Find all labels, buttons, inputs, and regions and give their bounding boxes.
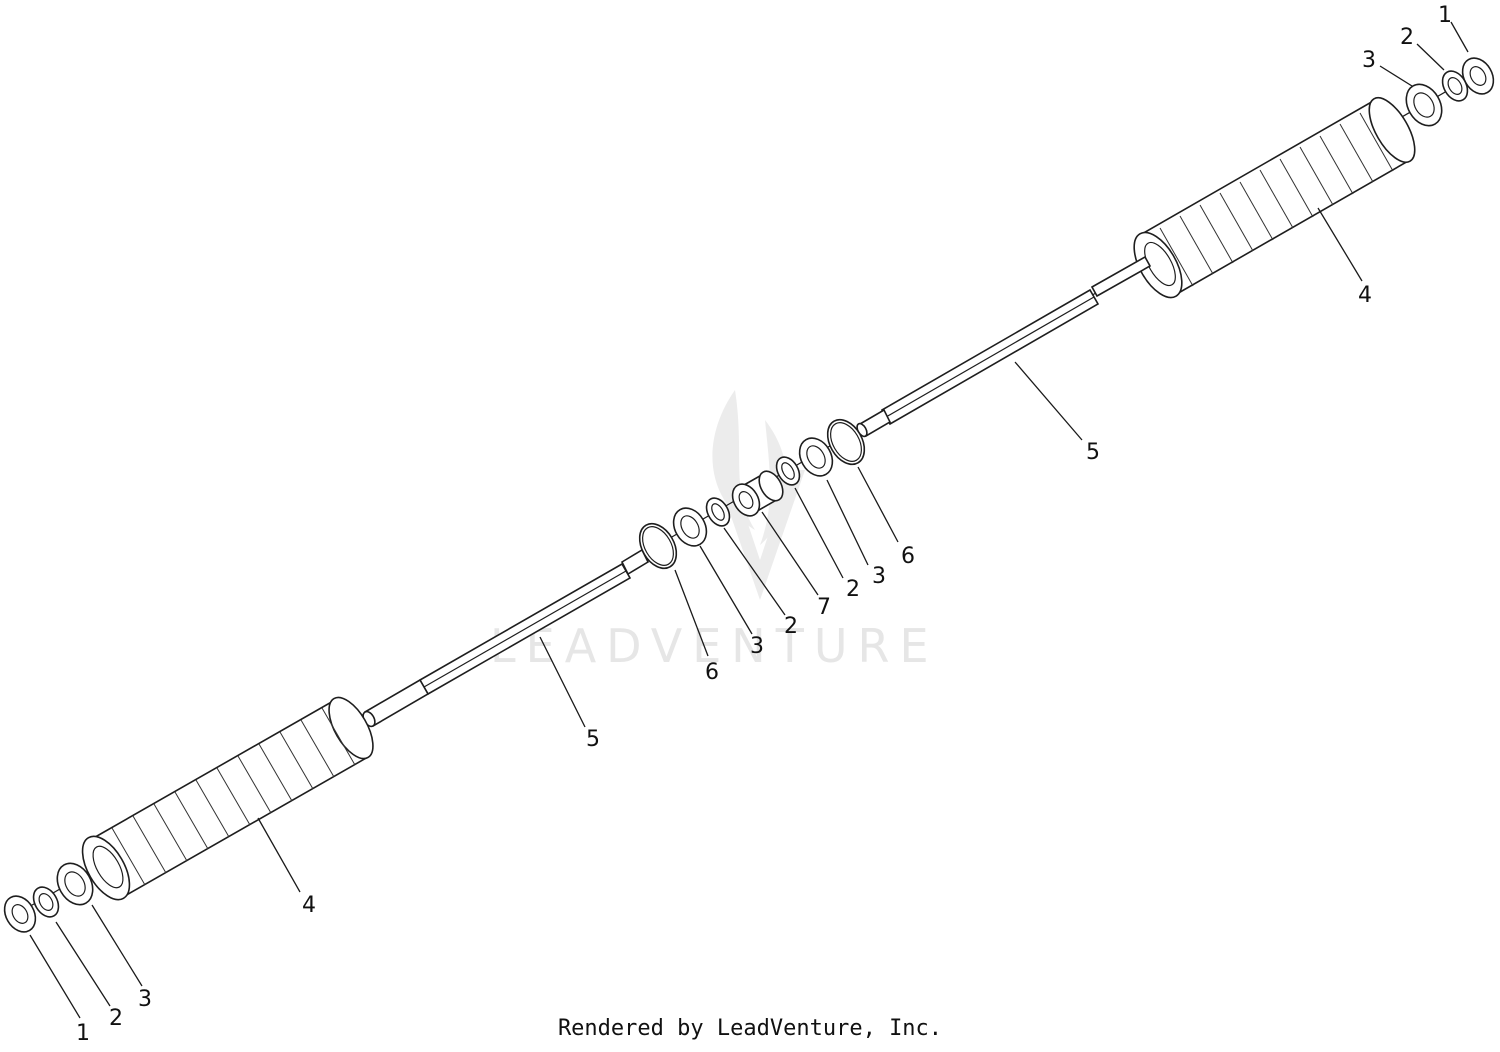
callout-1-top: 1 bbox=[1438, 3, 1452, 28]
washer-2-bottom bbox=[32, 886, 60, 918]
callout-7: 7 bbox=[817, 595, 831, 620]
callout-labels: 1 2 3 4 5 6 3 2 7 2 3 6 5 4 3 2 1 bbox=[76, 3, 1452, 1046]
shaft-5-left bbox=[362, 548, 650, 728]
washer-2-mid-right bbox=[775, 456, 801, 486]
callout-3-top: 3 bbox=[1362, 48, 1376, 73]
callout-2-mid-right: 2 bbox=[846, 577, 860, 602]
washer-2-mid-left bbox=[705, 497, 731, 527]
watermark-text: LEADVENTURE bbox=[490, 619, 939, 673]
render-credit: Rendered by LeadVenture, Inc. bbox=[557, 1016, 943, 1041]
bearing-1-bottom bbox=[3, 895, 37, 933]
leader-lines bbox=[29, 21, 1469, 1019]
callout-3-bottom: 3 bbox=[138, 987, 152, 1012]
roller-4-bottom-ribs bbox=[111, 707, 356, 886]
bearing-3-mid-right bbox=[798, 437, 834, 477]
callout-2-top: 2 bbox=[1400, 25, 1414, 50]
callout-6-right: 6 bbox=[901, 544, 915, 569]
roller-4-bottom bbox=[81, 696, 374, 901]
washer-2-top bbox=[1441, 70, 1469, 102]
spacer-7 bbox=[731, 470, 784, 517]
callout-4-top: 4 bbox=[1358, 283, 1372, 308]
bearing-3-mid-left bbox=[672, 507, 708, 547]
callout-5-right: 5 bbox=[1086, 440, 1100, 465]
shaft-5-right bbox=[856, 255, 1152, 438]
callout-6-left: 6 bbox=[705, 660, 719, 685]
o-ring-6-right bbox=[826, 418, 866, 466]
roller-4-top bbox=[1133, 97, 1416, 299]
bearing-3-bottom bbox=[56, 862, 94, 906]
callout-3-mid-right: 3 bbox=[872, 564, 886, 589]
callout-5-left: 5 bbox=[586, 727, 600, 752]
roller-4-top-ribs bbox=[1159, 112, 1394, 287]
bearing-3-top bbox=[1405, 83, 1443, 127]
callout-4-bottom: 4 bbox=[302, 893, 316, 918]
callout-3-mid-left: 3 bbox=[750, 634, 764, 659]
callout-2-mid-left: 2 bbox=[784, 614, 798, 639]
callout-2-bottom: 2 bbox=[109, 1006, 123, 1031]
callout-1-bottom: 1 bbox=[76, 1021, 90, 1046]
